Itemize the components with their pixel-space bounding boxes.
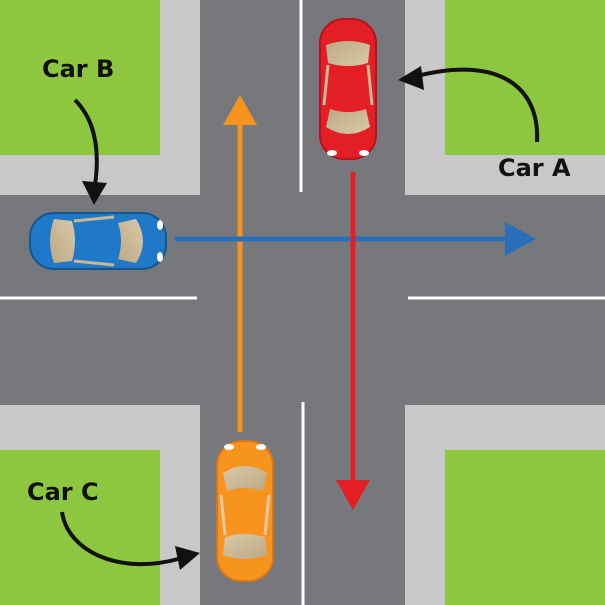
car-b-pointer — [73, 98, 99, 186]
car-a — [319, 18, 377, 160]
car-c-pointer-head — [175, 546, 200, 570]
car-b-label: Car B — [42, 55, 114, 83]
car-c-path-arrow — [223, 95, 257, 432]
car-c-pointer — [60, 511, 179, 567]
car-c-label: Car C — [27, 478, 99, 506]
car-b-pointer-head — [82, 181, 107, 205]
car-a-path-arrow — [336, 172, 370, 510]
car-a-pointer-head — [398, 66, 424, 90]
car-a-label: Car A — [498, 154, 571, 182]
car-b — [29, 212, 167, 270]
car-b-path-arrow — [175, 222, 536, 256]
car-a-pointer — [416, 67, 540, 143]
car-c — [216, 440, 274, 582]
